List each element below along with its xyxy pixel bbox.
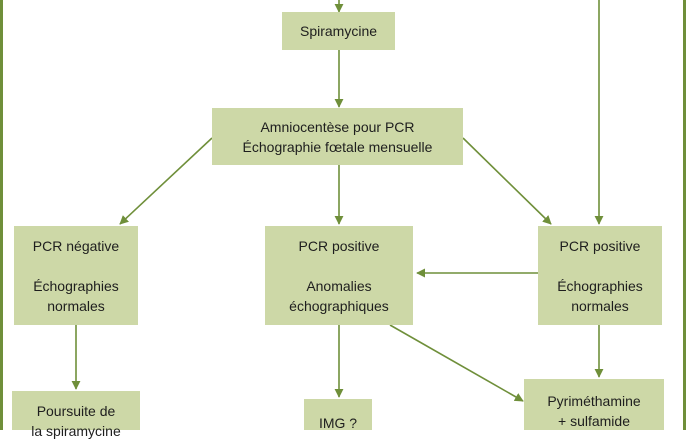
pcr-positive-anomalies-title: PCR positive [298,237,380,254]
poursuite-line-2: la spiramycine [31,423,121,439]
pcr-negative-detail-2: normales [47,297,105,314]
poursuite-line-1: Poursuite de [36,403,116,419]
node-pyrimethamine: Pyriméthamine + sulfamide [524,379,664,430]
arrow-amnio-to-pcr-positive-normales [462,137,552,225]
node-pcr-positive-normales: PCR positive Échographies normales [538,226,662,325]
left-frame-border [0,0,3,430]
node-img: IMG ? [304,399,372,431]
arrow-amnio-to-pcr-negative [119,137,213,225]
pcr-negative-detail-1: Échographies [33,277,119,294]
amniocentese-line-1: Amniocentèse pour PCR [260,118,415,135]
pcr-positive-normales-title: PCR positive [559,237,641,254]
amniocentese-line-2: Échographie fœtale mensuelle [242,138,433,155]
spiramycine-label: Spiramycine [299,23,378,39]
node-poursuite: Poursuite de la spiramycine [12,391,140,439]
node-pcr-negative: PCR négative Échographies normales [14,226,138,325]
pcr-positive-normales-detail-1: Échographies [557,277,643,294]
pyrimethamine-line-1: Pyriméthamine [547,393,641,409]
node-amniocentese: Amniocentèse pour PCR Échographie fœtale… [212,108,463,165]
pcr-positive-anomalies-detail-2: échographiques [289,297,389,314]
node-spiramycine: Spiramycine [282,12,395,50]
img-label: IMG ? [318,415,358,431]
arrows-layer [71,0,604,402]
pyrimethamine-line-2: + sulfamide [558,413,630,429]
pcr-positive-anomalies-detail-1: Anomalies [306,277,372,294]
right-frame-border [683,0,686,430]
node-pcr-positive-anomalies: PCR positive Anomalies échographiques [265,226,413,325]
pcr-positive-normales-detail-2: normales [571,297,629,314]
pcr-negative-title: PCR négative [32,237,120,254]
arrow-pcr-anomalies-to-pyrimethamine [389,324,524,402]
